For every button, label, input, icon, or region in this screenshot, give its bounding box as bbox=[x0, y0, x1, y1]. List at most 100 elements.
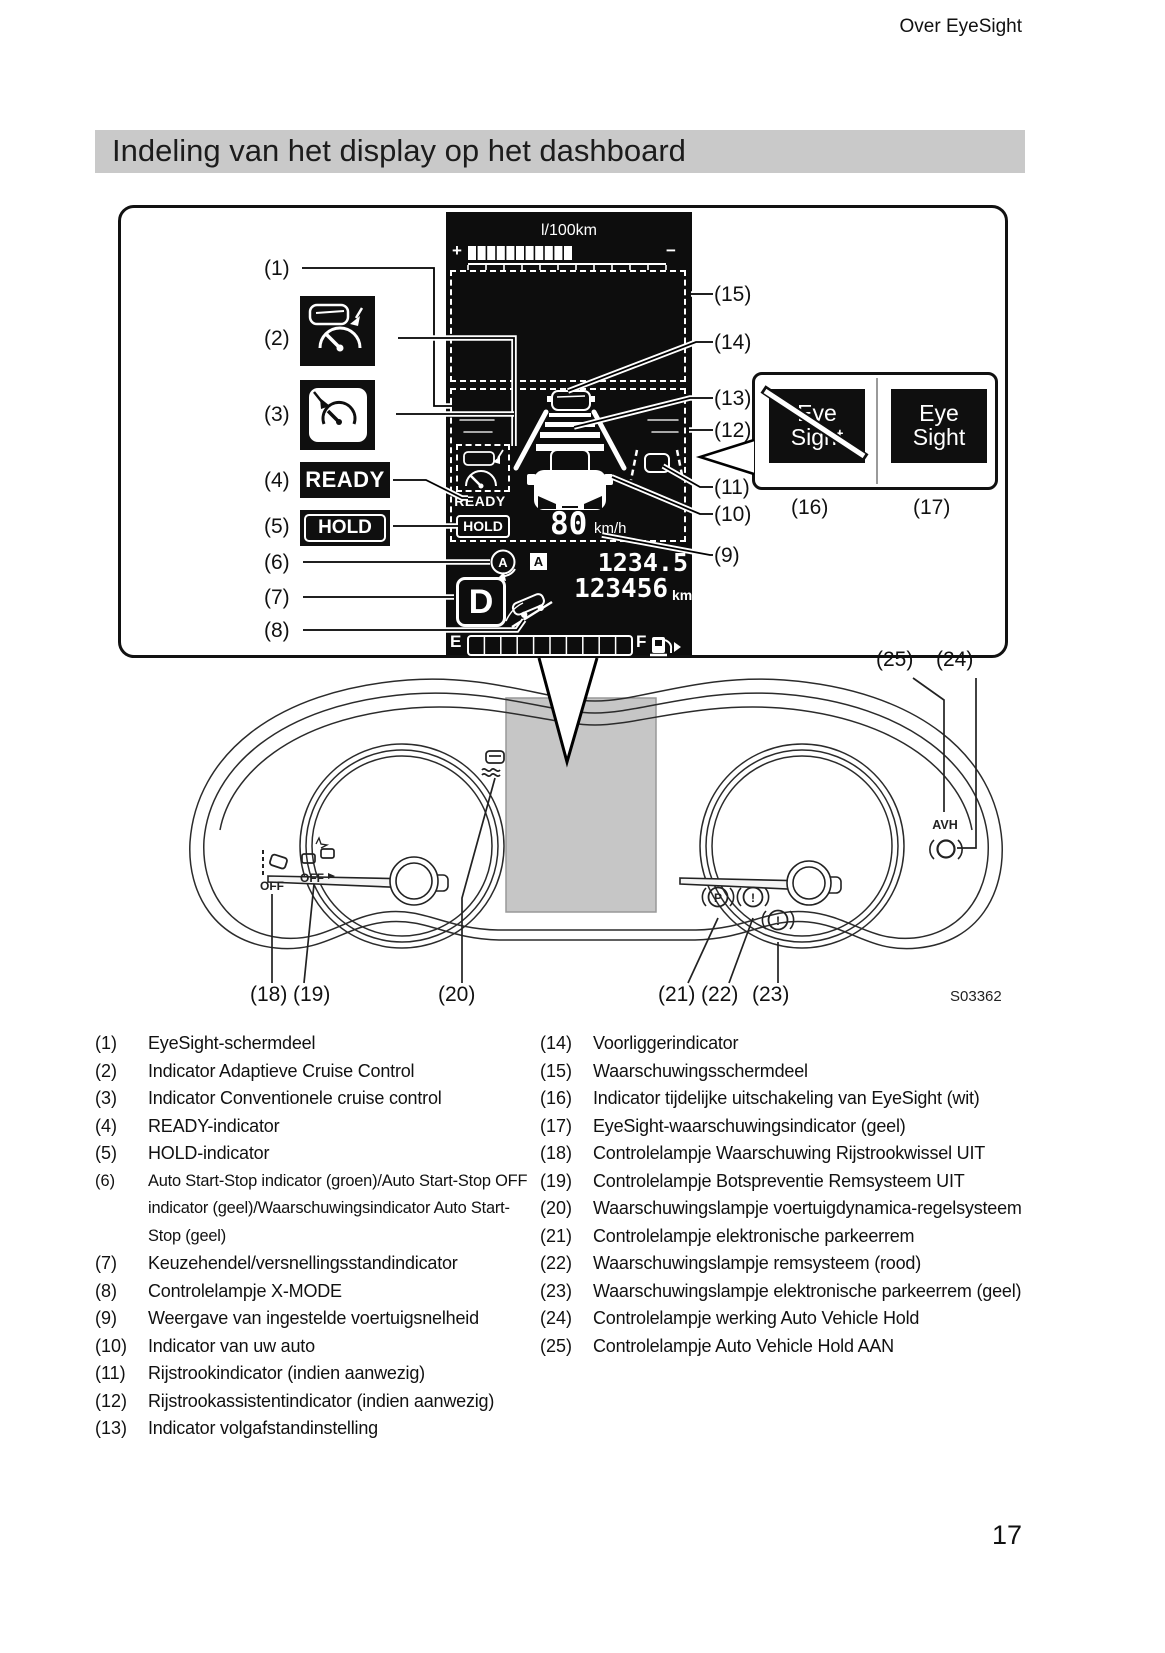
callout-19: (19) bbox=[293, 983, 331, 1006]
acc-icon-box bbox=[300, 296, 375, 366]
callout-6: (6) bbox=[264, 551, 290, 574]
callout-22: (22) bbox=[701, 983, 739, 1006]
tachometer-gauge bbox=[699, 743, 905, 949]
legend-column-left: (1) EyeSight-schermdeel (2) Indicator Ad… bbox=[95, 1030, 540, 1443]
legend-item-number: (9) bbox=[95, 1308, 117, 1328]
callout-12: (12) bbox=[714, 419, 752, 442]
trip-meter-value: 1234.5 bbox=[597, 548, 688, 577]
parking-brake-letter: P bbox=[714, 891, 722, 905]
legend-item: (14) Voorliggerindicator bbox=[540, 1030, 1035, 1058]
legend-item: (16) Indicator tijdelijke uitschakeling … bbox=[540, 1085, 1035, 1113]
divider bbox=[876, 378, 878, 484]
legend-item: (10) Indicator van uw auto bbox=[95, 1333, 540, 1361]
fuel-full-label: F bbox=[636, 632, 647, 651]
legend-item-number: (11) bbox=[95, 1363, 126, 1383]
legend-item-text: Rijstrookassistentindicator (indien aanw… bbox=[148, 1390, 495, 1411]
hold-icon-box: HOLD bbox=[300, 510, 390, 546]
fuel-empty-label: E bbox=[450, 632, 462, 651]
callout-13: (13) bbox=[714, 387, 752, 410]
legend-item-text: Indicator volgafstandinstelling bbox=[148, 1418, 378, 1438]
legend-item: (7) Keuzehendel/versnellingsstandindicat… bbox=[95, 1250, 540, 1278]
legend-item: (25) Controlelampje Auto Vehicle Hold AA… bbox=[540, 1333, 1035, 1361]
legend-item-number: (6) bbox=[95, 1171, 116, 1190]
legend-item-number: (23) bbox=[540, 1280, 573, 1301]
legend-item-text: Controlelampje Auto Vehicle Hold AAN bbox=[593, 1335, 894, 1356]
legend-item: (23) Waarschuwingslampje elektronische p… bbox=[540, 1278, 1035, 1306]
vdc-warning-icon bbox=[481, 750, 505, 777]
callout-5: (5) bbox=[264, 515, 290, 538]
callout-1: (1) bbox=[264, 257, 290, 280]
legend-column-right: (14) Voorliggerindicator (15) Waarschuwi… bbox=[540, 1030, 1035, 1443]
legend-item-text: Rijstrookindicator (indien aanwezig) bbox=[148, 1363, 425, 1383]
callout-24: (24) bbox=[936, 648, 974, 671]
parking-brake-icon: P bbox=[701, 886, 735, 908]
callout-18: (18) bbox=[250, 983, 288, 1006]
callout-15: (15) bbox=[714, 283, 752, 306]
speedometer-gauge bbox=[299, 743, 505, 949]
precollision-off-icon: OFF bbox=[300, 836, 335, 885]
trip-meter-badge: A bbox=[530, 553, 547, 570]
callout-9: (9) bbox=[714, 544, 740, 567]
legend-item-number: (15) bbox=[540, 1060, 573, 1081]
dashboard-display-panel: l/100km + − READY HOLD 80 km/h D A 1234.… bbox=[446, 212, 692, 655]
eyesight-off-indicator: Eye Sight bbox=[769, 389, 865, 463]
callout-23: (23) bbox=[752, 983, 790, 1006]
legend-item: (5) HOLD-indicator bbox=[95, 1140, 540, 1168]
callout-4: (4) bbox=[264, 469, 290, 492]
legend-item-text: Weergave van ingestelde voertuigsnelheid bbox=[148, 1308, 479, 1328]
legend-item-number: (1) bbox=[95, 1033, 117, 1053]
cluster-lcd-screen bbox=[505, 697, 657, 913]
legend-item: (9) Weergave van ingestelde voertuigsnel… bbox=[95, 1305, 540, 1333]
legend-item: (19) Controlelampje Botspreventie Remsys… bbox=[540, 1168, 1035, 1196]
brake-warning-mark: ! bbox=[751, 891, 755, 905]
lane-off-label: OFF bbox=[260, 879, 284, 893]
chapter-header: Over EyeSight bbox=[899, 16, 1023, 37]
legend-item-text: Waarschuwingslampje elektronische parkee… bbox=[593, 1280, 1022, 1301]
callout-17: (17) bbox=[913, 496, 951, 519]
legend-item-text: Controlelampje X-MODE bbox=[148, 1280, 342, 1301]
callout-2: (2) bbox=[264, 327, 290, 350]
legend-item: (6) Auto Start-Stop indicator (groen)/Au… bbox=[95, 1168, 540, 1251]
eyesight-warning-indicator: Eye Sight bbox=[891, 389, 987, 463]
legend-item-text: Waarschuwingslampje voertuigdynamica-reg… bbox=[593, 1198, 1022, 1218]
page-number: 17 bbox=[991, 1520, 1022, 1550]
plus-sign: + bbox=[452, 241, 462, 260]
legend-list: (1) EyeSight-schermdeel (2) Indicator Ad… bbox=[95, 1030, 1035, 1443]
cruise-icon-box bbox=[300, 380, 375, 450]
eyesight-logo-line1: Eye bbox=[919, 400, 959, 426]
eyesight-logo-line2: Sight bbox=[790, 424, 844, 450]
legend-item-number: (3) bbox=[95, 1088, 117, 1108]
section-title: Indeling van het display op het dashboar… bbox=[112, 133, 686, 168]
legend-item: (11) Rijstrookindicator (indien aanwezig… bbox=[95, 1360, 540, 1388]
legend-item: (13) Indicator volgafstandinstelling bbox=[95, 1415, 540, 1443]
odometer-value: 123456 bbox=[574, 574, 668, 604]
callout-14: (14) bbox=[714, 331, 752, 354]
legend-item: (20) Waarschuwingslampje voertuigdynamic… bbox=[540, 1195, 1035, 1223]
legend-item-number: (19) bbox=[540, 1170, 573, 1191]
speed-value: 80 bbox=[550, 506, 588, 542]
legend-item-text: Keuzehendel/versnellingsstandindicator bbox=[148, 1253, 458, 1273]
avh-button[interactable] bbox=[929, 839, 963, 860]
hold-indicator: HOLD bbox=[456, 515, 510, 538]
minus-sign: − bbox=[666, 241, 676, 260]
legend-item-number: (20) bbox=[540, 1198, 573, 1218]
legend-item-number: (25) bbox=[540, 1335, 573, 1356]
legend-item-text: Auto Start-Stop indicator (groen)/Auto S… bbox=[148, 1171, 528, 1245]
legend-item-number: (24) bbox=[540, 1308, 573, 1328]
legend-item-number: (22) bbox=[540, 1253, 573, 1273]
legend-item: (4) READY-indicator bbox=[95, 1113, 540, 1141]
legend-item-number: (2) bbox=[95, 1060, 117, 1081]
speed-unit: km/h bbox=[594, 520, 627, 537]
legend-item-text: Waarschuwingslampje remsysteem (rood) bbox=[593, 1253, 922, 1273]
legend-item-number: (10) bbox=[95, 1335, 128, 1356]
cluster-outline-inner bbox=[203, 692, 989, 940]
callout-10: (10) bbox=[714, 503, 752, 526]
fuel-economy-label: l/100km bbox=[540, 222, 598, 239]
legend-item-text: READY-indicator bbox=[148, 1115, 280, 1136]
warning-display-area bbox=[450, 270, 686, 382]
legend-item-number: (12) bbox=[95, 1390, 128, 1411]
epb-warning-icon: ! bbox=[761, 909, 795, 931]
left-needle bbox=[267, 856, 449, 906]
legend-item-text: Indicator tijdelijke uitschakeling van E… bbox=[593, 1088, 980, 1108]
